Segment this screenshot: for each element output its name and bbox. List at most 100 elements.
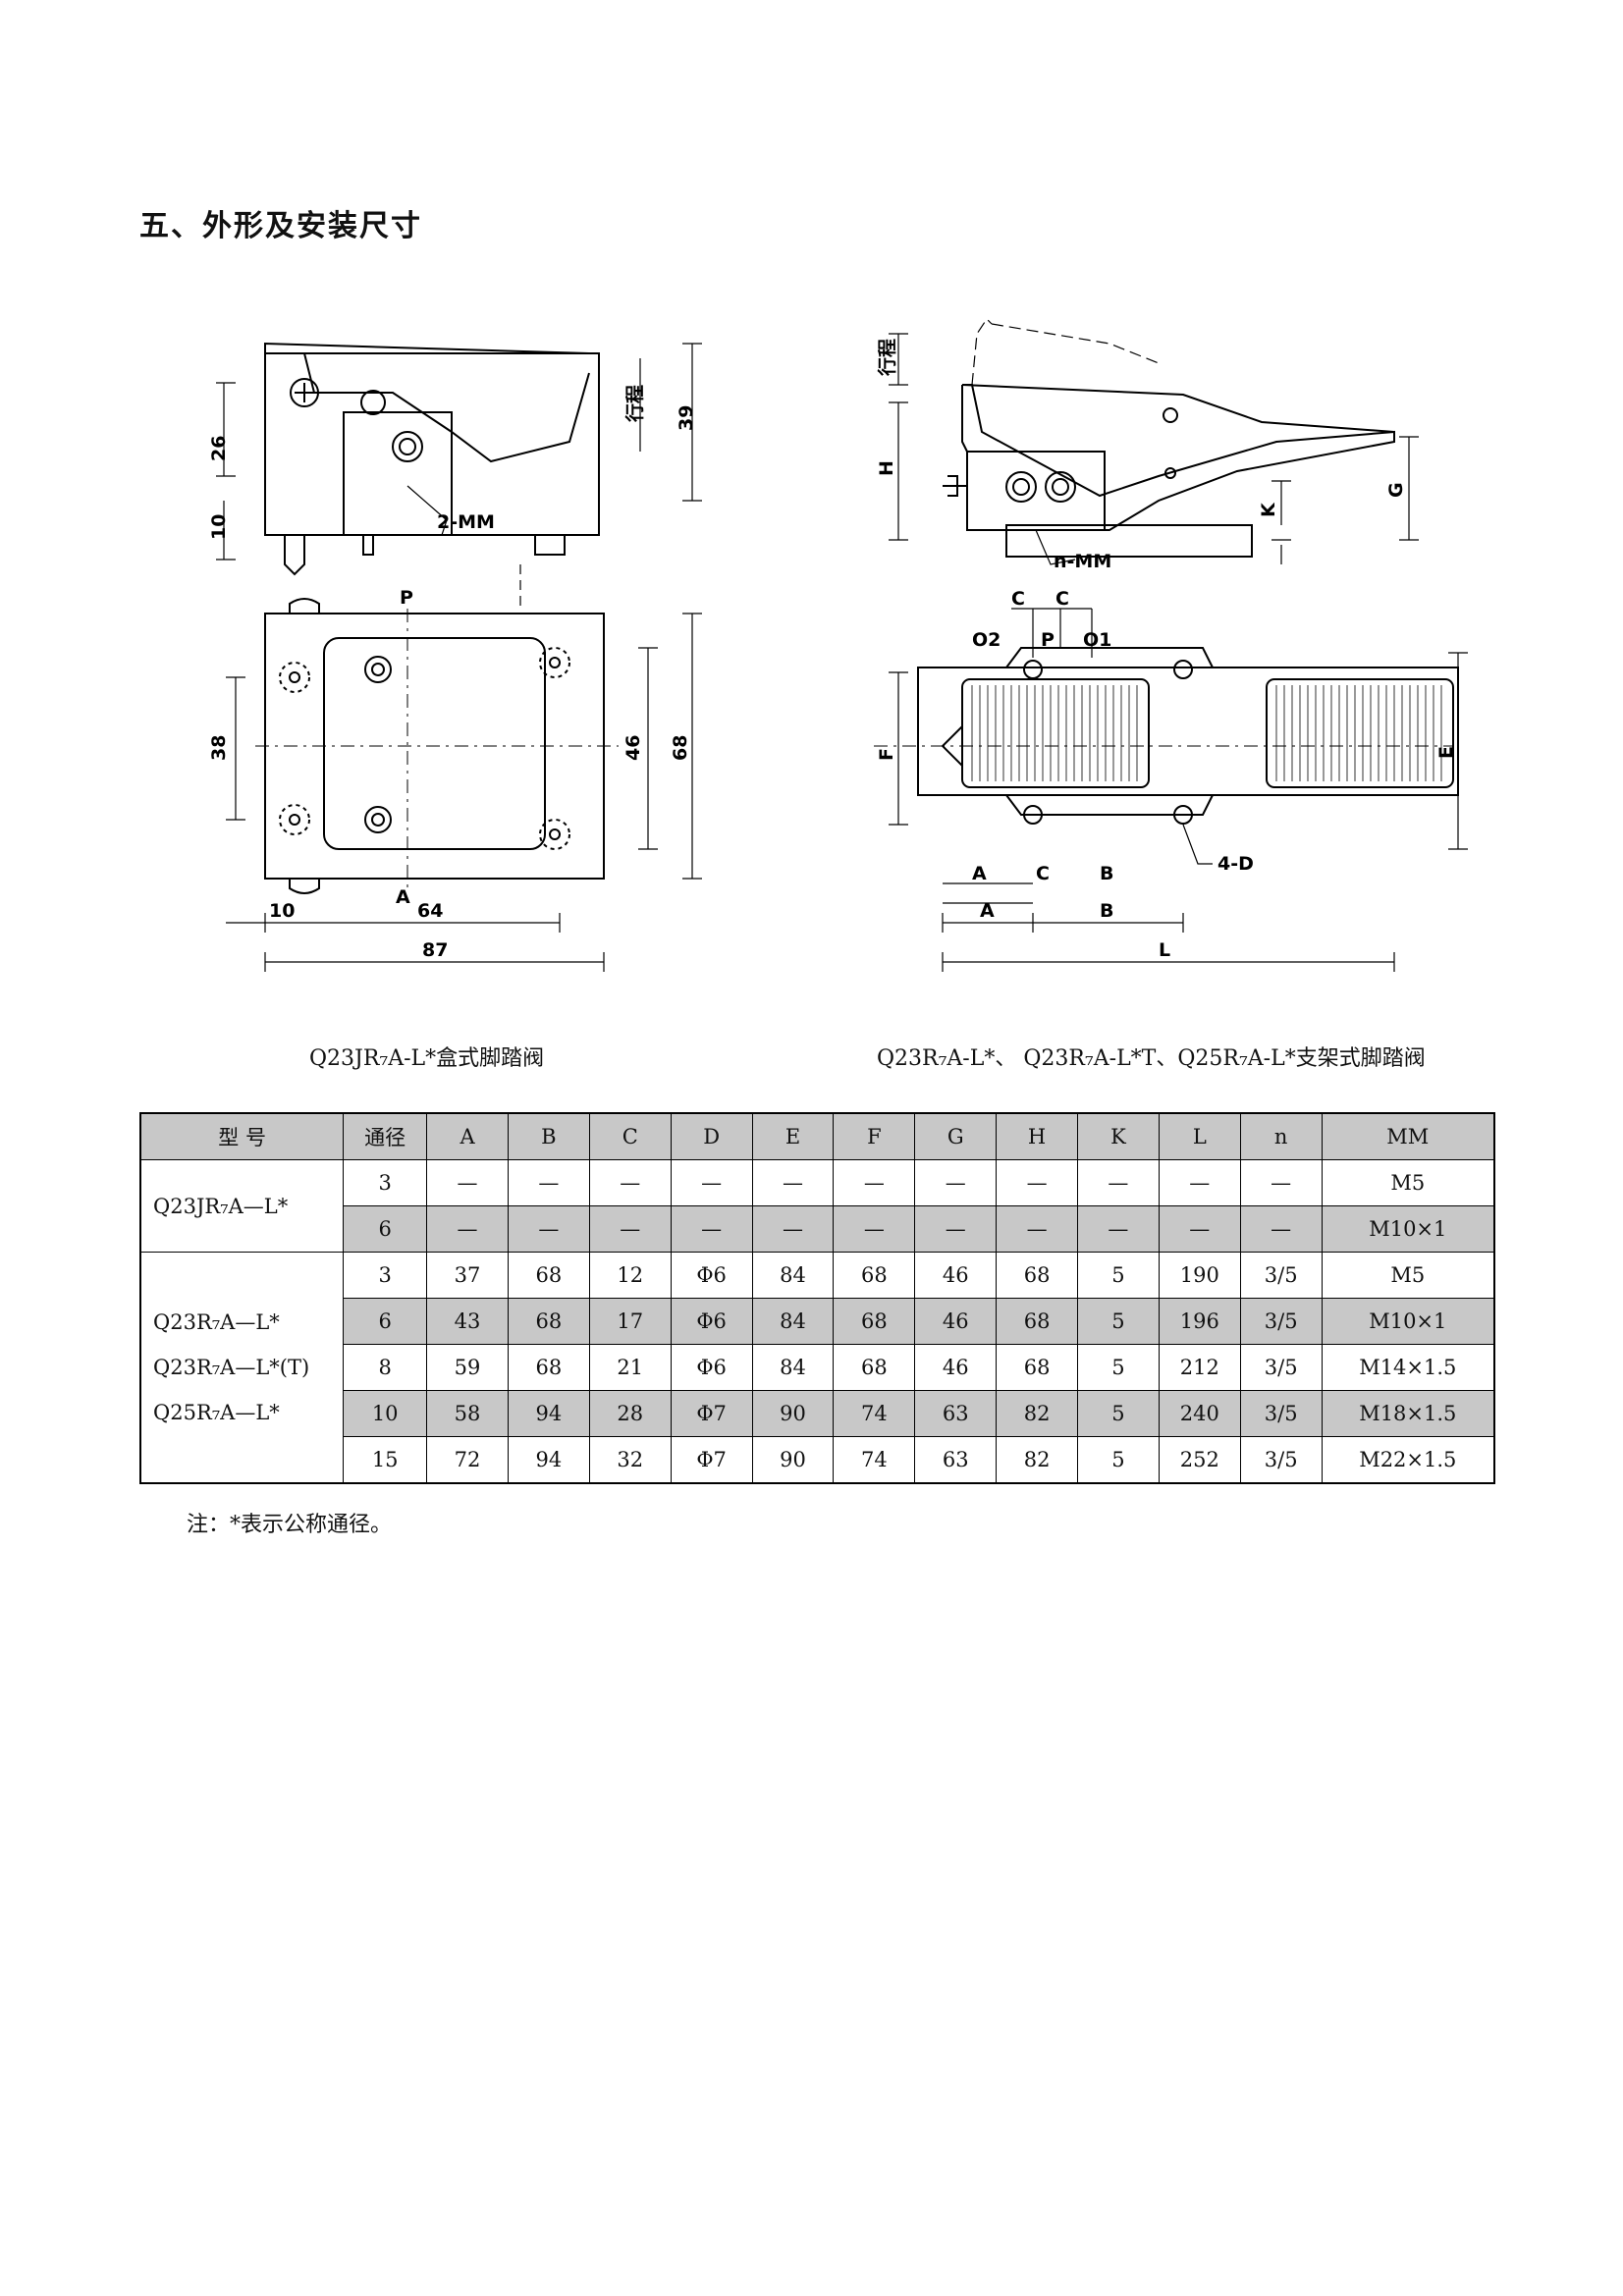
- table-cell: —: [914, 1205, 998, 1253]
- table-cell: 46: [914, 1344, 998, 1391]
- bracket-valve-drawing: 行程 H K G n-MM C C O2 P O1 F E A C B 4-D …: [874, 318, 1468, 972]
- table-cell: —: [1158, 1205, 1241, 1253]
- table-cell: 82: [996, 1390, 1078, 1437]
- table-cell: —: [914, 1159, 998, 1206]
- dim-label: B: [1100, 900, 1113, 922]
- table-cell: 6: [343, 1205, 428, 1253]
- col-header: E: [751, 1112, 835, 1160]
- table-cell: 3/5: [1239, 1252, 1323, 1299]
- footnote: 注：*表示公称通径。: [187, 1513, 393, 1537]
- table-row: 10 58 94 28 Φ7 90 74 63 82 5 240 3/5 M18…: [140, 1390, 1495, 1437]
- table-cell: 68: [507, 1344, 590, 1391]
- table-cell: M5: [1321, 1252, 1495, 1299]
- table-cell: Φ7: [670, 1436, 753, 1484]
- table-cell: —: [1239, 1205, 1323, 1253]
- table-cell: 68: [996, 1252, 1078, 1299]
- table-cell: 59: [426, 1344, 509, 1391]
- table-cell: 196: [1158, 1298, 1241, 1345]
- port-label: O1: [1083, 629, 1111, 651]
- table-row: 8 59 68 21 Φ6 84 68 46 68 5 212 3/5 M14×…: [140, 1344, 1495, 1391]
- table-cell: Φ6: [670, 1252, 753, 1299]
- table-cell: 3/5: [1239, 1344, 1323, 1391]
- table-cell: 84: [751, 1344, 835, 1391]
- model-name: Q23R₇A—L*(T): [153, 1356, 310, 1379]
- table-cell: 90: [751, 1436, 835, 1484]
- table-cell: 252: [1158, 1436, 1241, 1484]
- table-cell: —: [751, 1205, 835, 1253]
- table-cell: 74: [833, 1436, 916, 1484]
- port-label: A: [396, 886, 410, 908]
- col-header: L: [1158, 1112, 1241, 1160]
- table-cell: 58: [426, 1390, 509, 1437]
- table-cell: 17: [588, 1298, 672, 1345]
- table-cell: —: [670, 1159, 753, 1206]
- table-cell: 6: [343, 1298, 428, 1345]
- table-cell: —: [996, 1159, 1078, 1206]
- table-cell: M22×1.5: [1321, 1436, 1495, 1484]
- table-cell: 3: [343, 1159, 428, 1206]
- table-cell: 43: [426, 1298, 509, 1345]
- table-cell: 240: [1158, 1390, 1241, 1437]
- table-cell: —: [588, 1159, 672, 1206]
- dim-label: 10: [208, 514, 230, 540]
- col-header: n: [1239, 1112, 1323, 1160]
- dim-label: G: [1385, 482, 1407, 498]
- table-cell: 212: [1158, 1344, 1241, 1391]
- dim-label: E: [1435, 746, 1457, 759]
- table-cell: 12: [588, 1252, 672, 1299]
- col-header: F: [833, 1112, 916, 1160]
- stroke-label: 行程: [623, 385, 646, 423]
- table-cell: 68: [996, 1298, 1078, 1345]
- dim-label: 46: [622, 735, 644, 761]
- table-cell: —: [833, 1205, 916, 1253]
- col-header: B: [507, 1112, 590, 1160]
- model-name: Q25R₇A—L*: [153, 1401, 280, 1424]
- table-cell: 5: [1077, 1298, 1160, 1345]
- table-cell: —: [1239, 1159, 1323, 1206]
- table-cell: 21: [588, 1344, 672, 1391]
- dim-label: F: [876, 748, 897, 761]
- model-cell: Q23R₇A—L* Q23R₇A—L*(T) Q25R₇A—L*: [139, 1252, 345, 1484]
- table-cell: 3/5: [1239, 1436, 1323, 1484]
- table-cell: 46: [914, 1252, 998, 1299]
- table-cell: —: [507, 1205, 590, 1253]
- table-cell: 68: [507, 1252, 590, 1299]
- dim-label: C: [1011, 588, 1025, 610]
- table-cell: 32: [588, 1436, 672, 1484]
- table-cell: 3: [343, 1252, 428, 1299]
- right-caption: Q23R₇A-L*、 Q23R₇A-L*T、Q25R₇A-L*支架式脚踏阀: [877, 1046, 1426, 1071]
- dim-label: 26: [208, 436, 230, 461]
- left-caption: Q23JR₇A-L*盒式脚踏阀: [309, 1046, 545, 1071]
- table-cell: Φ6: [670, 1298, 753, 1345]
- table-cell: 94: [507, 1436, 590, 1484]
- table-cell: M10×1: [1321, 1205, 1495, 1253]
- table-cell: 10: [343, 1390, 428, 1437]
- dim-label: 10: [269, 900, 295, 922]
- col-header: G: [914, 1112, 998, 1160]
- table-row: Q23JR₇A—L* 3 — — — — — — — — — — — M5: [139, 1159, 1495, 1253]
- table-cell: 5: [1077, 1252, 1160, 1299]
- col-header: K: [1077, 1112, 1160, 1160]
- table-cell: 63: [914, 1436, 998, 1484]
- table-cell: 68: [507, 1298, 590, 1345]
- table-cell: 15: [343, 1436, 428, 1484]
- col-header: H: [996, 1112, 1078, 1160]
- dim-label: K: [1258, 502, 1279, 517]
- col-header: A: [426, 1112, 509, 1160]
- dim-label: n-MM: [1054, 551, 1111, 572]
- dim-label: 87: [422, 939, 448, 961]
- table-cell: 82: [996, 1436, 1078, 1484]
- table-cell: 3/5: [1239, 1390, 1323, 1437]
- dim-label: L: [1159, 939, 1170, 961]
- table-cell: —: [426, 1205, 509, 1253]
- table-row: 15 72 94 32 Φ7 90 74 63 82 5 252 3/5 M22…: [140, 1436, 1495, 1484]
- table-cell: Φ7: [670, 1390, 753, 1437]
- dimension-table: 型 号 通径 A B C D E F G H K L n MM Q23JR₇A—…: [139, 1112, 1495, 1484]
- col-header: MM: [1321, 1112, 1495, 1160]
- table-cell: 68: [833, 1252, 916, 1299]
- table-cell: 94: [507, 1390, 590, 1437]
- table-header-row: 型 号 通径 A B C D E F G H K L n MM: [139, 1112, 1495, 1160]
- table-cell: 46: [914, 1298, 998, 1345]
- table-cell: —: [833, 1159, 916, 1206]
- table-cell: M18×1.5: [1321, 1390, 1495, 1437]
